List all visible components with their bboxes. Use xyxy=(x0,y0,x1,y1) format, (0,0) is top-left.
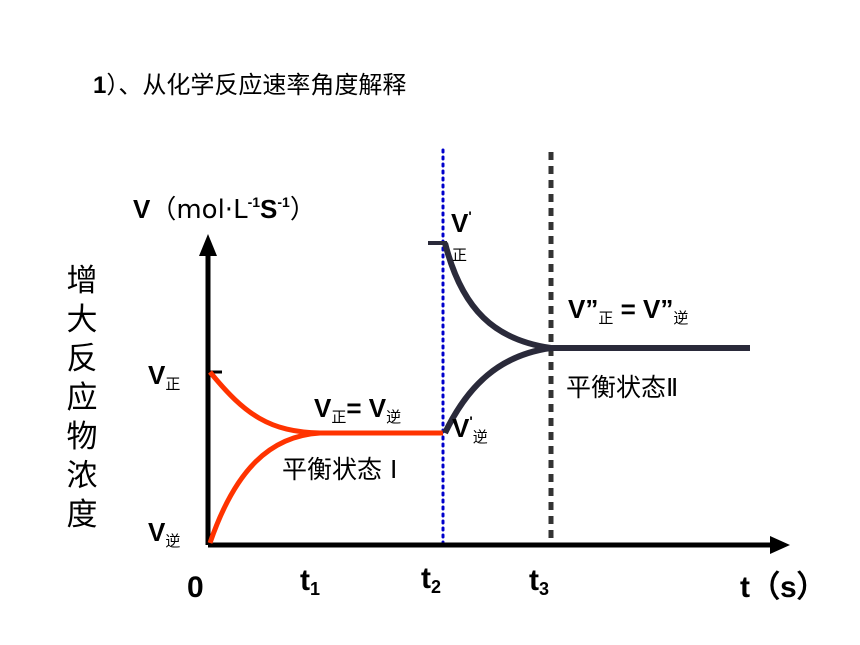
side-label-char: 浓 xyxy=(66,458,98,494)
state-2-label: 平衡状态Ⅱ xyxy=(566,373,679,402)
side-label-char: 物 xyxy=(66,419,98,455)
side-label: 增 大 反 应 物 浓 度 xyxy=(62,262,102,535)
vp-zheng-label: V' xyxy=(451,208,472,238)
x-tick-t2: t2 xyxy=(421,562,442,597)
v-zheng-curve xyxy=(208,370,321,436)
x-tick-t1: t1 xyxy=(300,564,321,599)
vp-zheng-curve xyxy=(442,242,552,351)
vp-ni-label: V'逆 xyxy=(452,413,488,446)
side-label-char: 增 xyxy=(66,263,98,299)
page-title: 1）、从化学反应速率角度解释 xyxy=(93,70,406,101)
y-axis-arrow xyxy=(199,234,217,256)
v-zheng-label: V正 xyxy=(148,360,181,393)
heading-text: ）、从化学反应速率角度解释 xyxy=(106,71,407,99)
vp-ni-curve xyxy=(442,345,552,435)
side-label-char: 度 xyxy=(66,497,98,533)
x-tick-t3: t3 xyxy=(529,564,550,599)
side-label-char: 反 xyxy=(66,341,98,377)
v-ni-curve xyxy=(207,430,321,544)
side-label-char: 大 xyxy=(66,302,98,338)
heading-number: 1 xyxy=(93,72,107,99)
x-axis-label: t（s） xyxy=(740,571,827,604)
vp-zheng-subscript: 正 xyxy=(452,246,468,264)
state-1-label: 平衡状态 I xyxy=(282,455,398,484)
v-ni-label: V逆 xyxy=(148,517,181,550)
equilibrium-1-equation: V正= V逆 xyxy=(314,393,402,426)
x-axis-arrow xyxy=(770,536,790,554)
equilibrium-2-equation: V”正 = V”逆 xyxy=(568,294,689,327)
y-axis-label: V（mol·L-1S-1） xyxy=(133,194,316,225)
side-label-char: 应 xyxy=(66,380,98,416)
x-tick-zero: 0 xyxy=(187,571,204,604)
